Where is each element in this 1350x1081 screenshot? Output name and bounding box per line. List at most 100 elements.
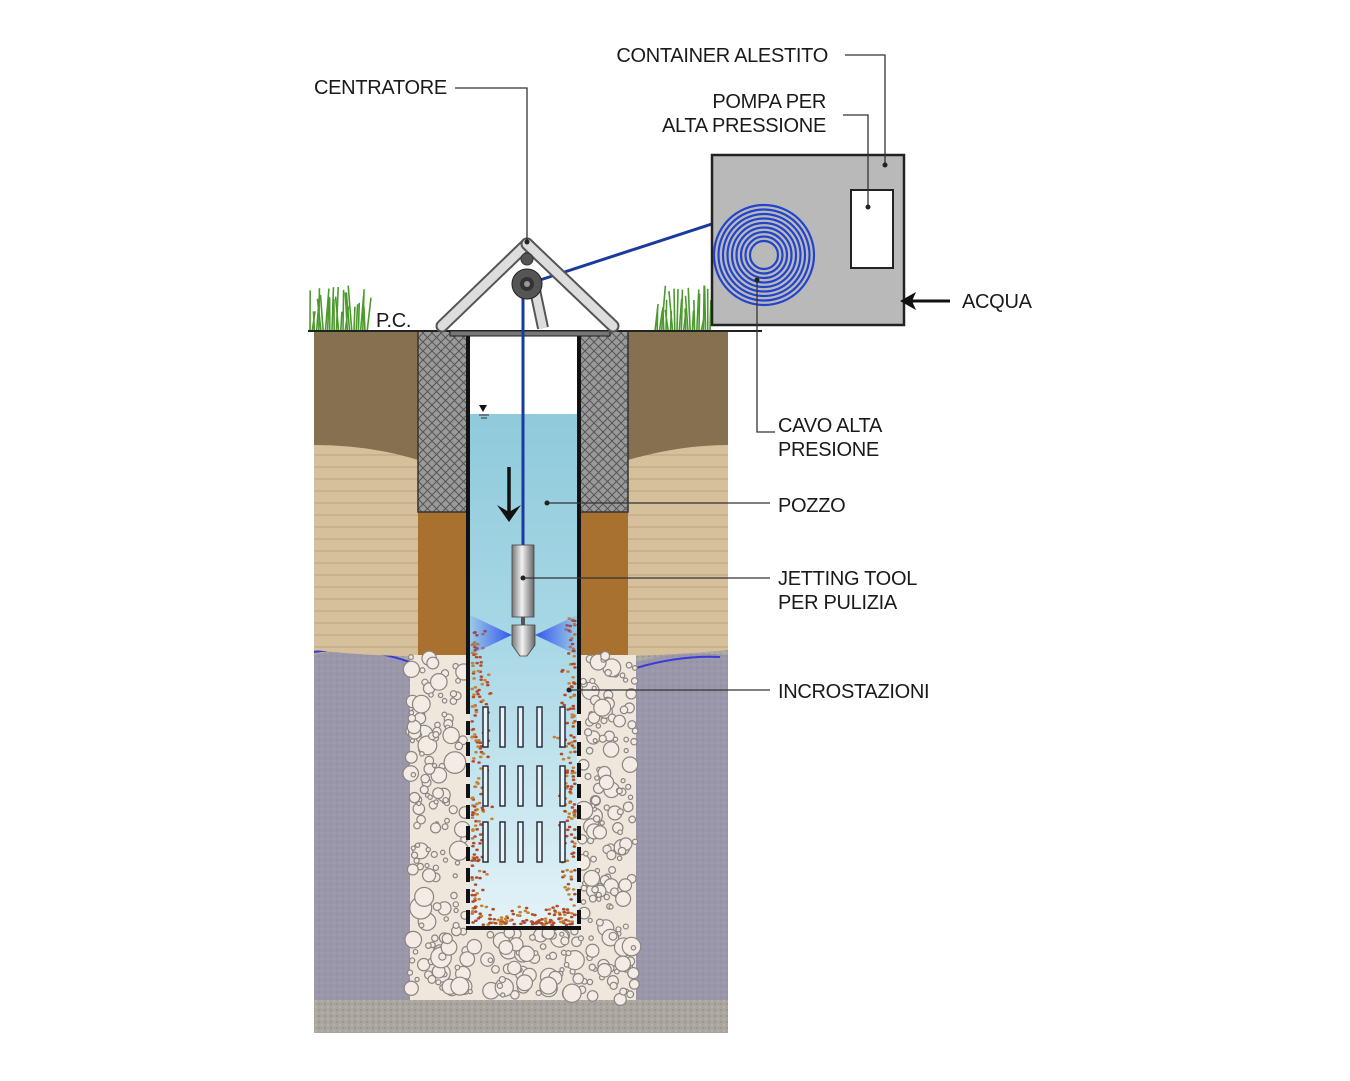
encrustation-particle	[472, 805, 477, 808]
pebble	[453, 907, 459, 914]
encrustation-particle	[471, 829, 475, 832]
pebble	[449, 690, 458, 698]
pebble	[593, 698, 612, 717]
pebble	[592, 738, 598, 744]
pebble	[414, 842, 421, 848]
encrustation-particle	[470, 816, 475, 819]
encrustation-particle	[524, 918, 529, 922]
encrustation-particle	[476, 745, 480, 748]
pebble	[428, 692, 434, 698]
label-cable-2: PRESIONE	[778, 439, 879, 461]
encrustation-particle	[478, 876, 482, 880]
encrustation-particle	[568, 707, 573, 710]
pebble	[425, 846, 432, 853]
pebble	[439, 849, 446, 856]
pebble	[612, 736, 619, 743]
pebble	[614, 955, 632, 972]
encrustation-particle	[473, 714, 477, 717]
encrustation-particle	[476, 692, 480, 696]
encrustation-particle	[481, 752, 486, 755]
encrustation-particle	[481, 923, 486, 926]
grass-blade	[673, 288, 676, 332]
coil-loop	[735, 226, 793, 284]
encrustation-particle	[543, 917, 548, 920]
grass-blade	[345, 292, 351, 332]
pebble	[413, 821, 421, 830]
pebble	[585, 943, 600, 958]
grass-blade	[676, 288, 679, 332]
cement-left	[417, 330, 468, 513]
pebble	[603, 893, 611, 901]
encrustation-particle	[530, 920, 535, 924]
label-well: POZZO	[778, 495, 845, 517]
encrustation-particle	[473, 733, 477, 736]
pebble	[588, 894, 597, 903]
encrustation-particle	[569, 870, 574, 873]
aquifer-left	[314, 651, 410, 1000]
encrustation-particle	[493, 921, 498, 925]
pebble	[622, 923, 629, 930]
encrustation-particle	[562, 874, 567, 878]
pebble	[413, 857, 420, 864]
pebble	[420, 773, 431, 784]
pebble	[408, 654, 414, 661]
encrustation-particle	[567, 825, 572, 829]
label-tool-1: JETTING TOOL	[778, 568, 917, 590]
encrustation-particle	[570, 806, 575, 809]
encrustation-particle	[568, 695, 573, 699]
encrustation-particle	[476, 669, 481, 673]
encrustation-particle	[479, 664, 483, 667]
pebble	[583, 869, 601, 887]
screen-slot	[499, 821, 506, 863]
pebble	[577, 935, 584, 942]
encrustation-particle	[570, 840, 575, 843]
encrustation-particle	[479, 678, 483, 681]
pebble	[419, 751, 425, 757]
encrustation-particle	[563, 913, 567, 917]
pebble	[559, 931, 565, 937]
pebble	[588, 963, 596, 971]
encrustation-particle	[567, 756, 571, 760]
encrustation-particle	[573, 750, 577, 754]
pebble	[617, 829, 624, 836]
pebble	[424, 862, 430, 869]
label-ground: P.C.	[376, 310, 411, 332]
pebble	[441, 823, 449, 831]
encrustation-particle	[475, 856, 479, 859]
encrustation-particle	[470, 876, 474, 879]
pebble	[616, 855, 623, 862]
grass-blade	[680, 289, 684, 332]
encrustation-particle	[569, 734, 573, 737]
encrustation-particle	[511, 912, 516, 916]
encrustation-particle	[561, 757, 566, 761]
pebble	[421, 868, 437, 883]
pebble	[609, 981, 618, 990]
encrustation-particle	[470, 878, 475, 881]
pebble	[402, 660, 421, 678]
encrustation-particle	[570, 920, 575, 923]
label-centering: CENTRATORE	[314, 77, 447, 99]
encrustation-particle	[472, 853, 477, 856]
pebble	[437, 692, 444, 699]
pebble	[602, 741, 620, 758]
screen-slot	[536, 821, 543, 863]
screen-slot	[517, 765, 524, 807]
encrustation-particle	[567, 893, 571, 896]
pebble	[433, 799, 439, 805]
encrustation-particle	[473, 883, 478, 886]
encrustation-particle	[516, 914, 521, 917]
encrustation-particle	[571, 855, 576, 858]
encrustation-particle	[570, 685, 574, 689]
pebble	[448, 840, 470, 861]
label-container: CONTAINER ALESTITO	[616, 45, 828, 67]
pebble	[559, 966, 565, 973]
pebble	[616, 808, 624, 816]
pebble	[426, 656, 440, 670]
encrustation-particle	[572, 828, 577, 831]
grass-blade	[366, 297, 372, 332]
pebble	[628, 815, 637, 824]
encrustation-particle	[471, 841, 476, 845]
encrustation-particle	[552, 735, 557, 739]
pebble	[455, 677, 462, 684]
